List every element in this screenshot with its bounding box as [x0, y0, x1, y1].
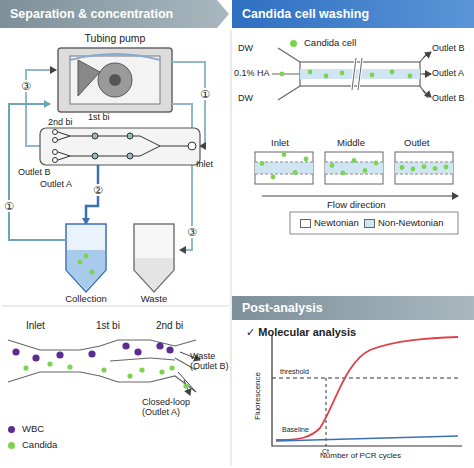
- cell-dot: [340, 71, 345, 76]
- pump-unit: Tubing pump: [50, 32, 180, 118]
- text-label: Outlet B: [432, 94, 465, 104]
- text-label: ✓ Molecular analysis: [246, 326, 356, 338]
- callout-number: ②: [92, 184, 104, 196]
- node-text: Collection: [65, 293, 107, 304]
- cell-dot: [433, 166, 438, 171]
- text-label: 2nd bi: [156, 320, 183, 331]
- cell-dot: [304, 157, 309, 162]
- cell-dot: [183, 383, 188, 388]
- cell-dot: [32, 354, 39, 361]
- text-label: threshold: [280, 368, 309, 376]
- cell-dot: [308, 70, 313, 75]
- text-label: 1st bi: [96, 320, 120, 331]
- waste-tube: Waste: [126, 218, 182, 304]
- node-text: Candida cell washing: [242, 7, 369, 21]
- cell-dot: [408, 74, 413, 79]
- text-label: Outlet: [404, 138, 429, 148]
- cell-dot: [280, 72, 285, 77]
- cell-dot: [282, 152, 287, 157]
- cell-dot: [134, 348, 141, 355]
- cell-dot: [422, 164, 427, 169]
- cell-dot: [411, 167, 416, 172]
- legend-text: Candida cell: [304, 38, 356, 48]
- legend-text: Non-Newtonian: [378, 218, 443, 228]
- cell-dot: [324, 74, 329, 79]
- callout-number: ③: [186, 226, 198, 238]
- text-label: Waste (Outlet B): [190, 352, 238, 372]
- cell-dot: [127, 373, 132, 378]
- text-label: Flow direction: [327, 200, 386, 210]
- cell-dot: [122, 342, 129, 349]
- legend-text: Newtonian: [314, 218, 359, 228]
- cell-dot: [400, 165, 405, 170]
- cell-dot: [156, 342, 163, 349]
- cell-dot: [374, 161, 379, 166]
- text-label: Outlet B: [18, 168, 51, 178]
- legend-swatch: [364, 219, 375, 228]
- text-label: Middle: [337, 138, 365, 148]
- channel-section: [395, 152, 453, 184]
- channel-section: [255, 162, 313, 174]
- text-label: Closed-loop (Outlet A): [142, 398, 212, 418]
- node-text: Waste: [141, 293, 168, 304]
- cell-dot: [169, 365, 174, 370]
- node-text: Tubing pump: [85, 32, 146, 44]
- text-label: Inlet: [271, 138, 289, 148]
- text-label: DW: [238, 94, 253, 104]
- channel-section: [395, 162, 453, 174]
- cell-dot: [23, 365, 28, 370]
- cell-dot: [166, 346, 173, 353]
- cell-dot: [101, 367, 106, 372]
- cell-dot: [352, 158, 357, 163]
- legend-swatch: [8, 426, 15, 433]
- legend-swatch: [8, 442, 15, 449]
- cell-dot: [330, 163, 335, 168]
- cell-dot: [139, 367, 144, 372]
- cell-dot: [67, 364, 72, 369]
- text-label: Number of PCR cycles: [320, 452, 401, 461]
- channel-section: [325, 152, 383, 184]
- text-label: Fluorescence: [254, 372, 263, 420]
- cell-dot: [370, 73, 375, 78]
- cell-dot: [159, 369, 164, 374]
- section-banner: Separation & concentration: [0, 0, 229, 28]
- illustration-stroke: [255, 162, 313, 174]
- legend-swatch: [300, 219, 311, 228]
- text-label: Outlet A: [40, 180, 72, 190]
- cell-dot: [260, 161, 265, 166]
- text-label: 2nd bi: [48, 118, 73, 128]
- text-label: Ct: [322, 448, 329, 456]
- cell-dot: [293, 170, 298, 175]
- cell-dot: [56, 351, 63, 358]
- callout-number: ①: [3, 200, 15, 212]
- cell-dot: [12, 348, 19, 355]
- collection-tube: Collection: [58, 218, 114, 304]
- text-label: 1st bi: [88, 113, 110, 123]
- cell-dot: [271, 175, 276, 180]
- text-label: Inlet: [26, 320, 45, 331]
- text-label: 0.1% HA: [234, 69, 270, 79]
- text-label: Outlet B: [432, 44, 465, 54]
- cell-dot: [88, 350, 95, 357]
- illustration-stroke: [395, 162, 453, 174]
- text-label: Baseline: [282, 426, 309, 434]
- legend-text: Candida: [22, 440, 57, 450]
- cell-dot: [444, 165, 449, 170]
- cell-dot: [363, 168, 368, 173]
- cell-dot: [341, 171, 346, 176]
- section-banner: Post-analysis: [232, 296, 474, 320]
- cell-dot: [47, 361, 52, 366]
- cell-dot: [390, 70, 395, 75]
- node-text: Separation & concentration: [10, 7, 173, 21]
- text-label: DW: [238, 44, 253, 54]
- legend-text: WBC: [22, 424, 44, 434]
- callout-number: ③: [20, 80, 32, 92]
- text-label: Outlet A: [432, 69, 464, 79]
- section-banner: Candida cell washing: [232, 0, 474, 28]
- callout-number: ①: [199, 88, 211, 100]
- channel-section: [255, 152, 313, 184]
- legend-swatch: [290, 40, 297, 47]
- node-text: Post-analysis: [242, 301, 323, 315]
- text-label: Inlet: [196, 160, 213, 170]
